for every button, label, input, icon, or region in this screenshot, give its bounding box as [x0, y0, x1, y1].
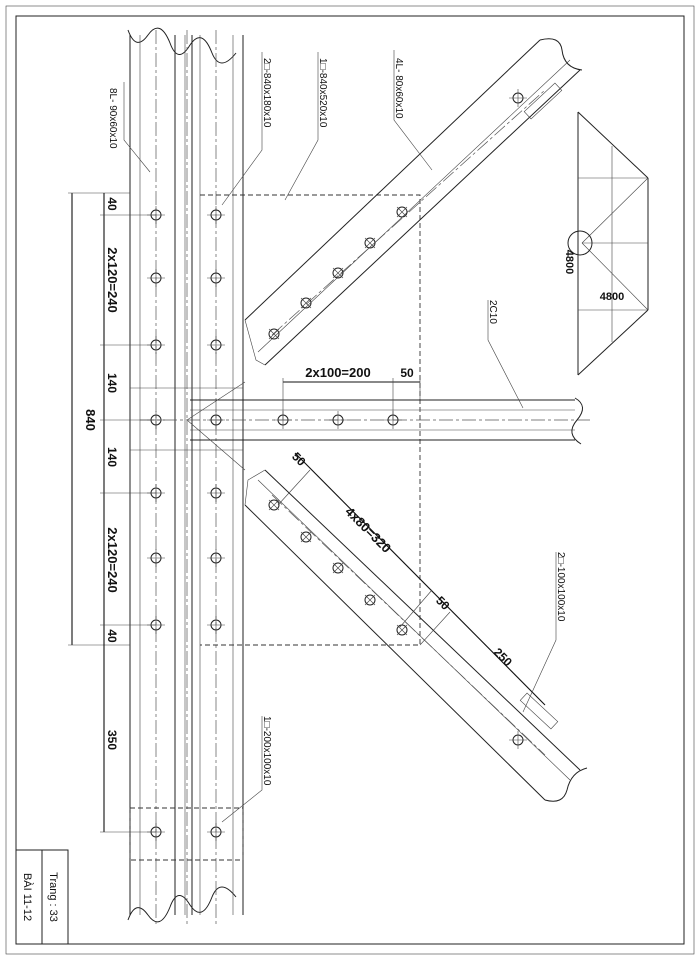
bolt-hole [300, 297, 312, 309]
dim-spacing-bottom: 2x120=240 [105, 527, 120, 592]
bolt-mark [364, 594, 376, 606]
title-page: Trang : 33 [47, 872, 59, 922]
label-end-plate: 1□-200x100x10 [261, 716, 272, 786]
label-filler-plate: 2□-100x100x10 [555, 552, 566, 622]
dim-diag-edge-start: 50 [289, 449, 309, 469]
outer-frame [5, 5, 695, 955]
vertical-member [140, 381, 590, 471]
bolt-hole [364, 237, 376, 249]
dim-vert-spacing: 2x100=200 [305, 365, 370, 380]
bolt-mark [396, 624, 408, 636]
bolt-hole [268, 328, 280, 340]
bottom-chord-angles [127, 27, 244, 925]
bolt-hole [332, 267, 344, 279]
bolt-mark [396, 206, 408, 218]
truss-schematic [567, 111, 649, 376]
bolt-hole [364, 594, 376, 606]
dim-diag-edge-end: 50 [433, 593, 453, 613]
end-plate-outline [129, 807, 244, 861]
leader-lines [123, 50, 557, 823]
truss-label-a: 4800 [563, 250, 575, 274]
dim-edge-bottom: 40 [105, 629, 119, 643]
bolt-mark [300, 531, 312, 543]
label-gusset: 1□-840x520x10 [317, 58, 328, 128]
bolt-mark [364, 237, 376, 249]
bolt-mark [300, 297, 312, 309]
dim-extra: 350 [105, 730, 119, 750]
bolt-hole [396, 206, 408, 218]
dim-mid-top: 140 [105, 373, 119, 393]
label-bottom-chord: 8L- 90x60x10 [107, 88, 118, 149]
bolt-hole [268, 499, 280, 511]
diagonal-bottom [244, 469, 588, 802]
vertical-dimension [282, 378, 421, 420]
dim-edge-top: 40 [105, 197, 119, 211]
inner-frame [15, 15, 685, 945]
left-dimension-chain [68, 192, 156, 833]
truss-label-b: 4800 [600, 291, 624, 303]
bolt-mark [332, 562, 344, 574]
title-exercise: BÀI 11-12 [21, 873, 34, 921]
bolt-mark [332, 267, 344, 279]
label-diagonal-top: 4L- 80x60x10 [393, 58, 404, 119]
bolt-mark [268, 499, 280, 511]
bolt-hole [332, 562, 344, 574]
title-block [15, 849, 69, 945]
diagonal-dimension [277, 452, 546, 706]
label-splice-plate: 2□-840x180x10 [261, 58, 272, 128]
dim-spacing-top: 2x120=240 [105, 247, 120, 312]
dim-diag-spacing: 4x80=320 [342, 504, 394, 556]
label-vertical: 2C10 [487, 300, 498, 324]
dim-total: 840 [83, 409, 98, 431]
dim-vert-edge: 50 [400, 366, 414, 380]
bolt-hole [300, 531, 312, 543]
dim-mid-bottom: 140 [105, 447, 119, 467]
bolt-mark [268, 328, 280, 340]
dim-diag-offset: 250 [491, 645, 515, 669]
bolt-group [147, 89, 527, 841]
diagonal-top [244, 38, 583, 366]
